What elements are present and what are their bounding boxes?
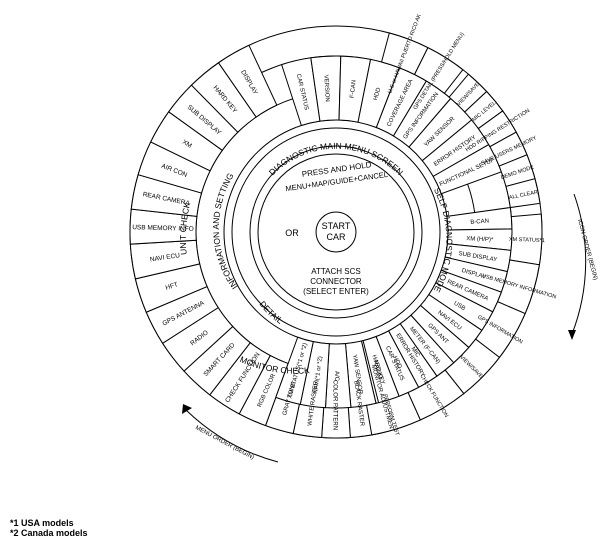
- detail-label: NAVI(*1 or *2): [313, 356, 324, 394]
- ring-circle: [257, 153, 415, 311]
- segment-dividers: [129, 32, 543, 439]
- info-setting-label: HDD: [373, 86, 383, 101]
- functional-setup-label: ALL CLEAR: [508, 190, 538, 202]
- info-setting-label: VERSION: [322, 75, 330, 102]
- footnotes: *1 USA models *2 Canada models: [10, 518, 88, 538]
- info-outer-cell: [413, 46, 464, 95]
- select-enter-label: (SELECT ENTER): [303, 287, 369, 296]
- detail-cell: [275, 336, 314, 405]
- attach-scs-label: ATTACH SCS: [311, 267, 360, 276]
- start-car-circle: [315, 211, 357, 253]
- monitor-check-cell: [238, 354, 289, 427]
- ring-circle: [231, 127, 441, 337]
- icon-order-arrowhead: [568, 330, 576, 340]
- unit-check-label: NAVI ECU: [149, 252, 180, 263]
- icon-order-arrow: [571, 193, 587, 335]
- info-setting-title: INFORMATION AND SETTING: [211, 171, 240, 291]
- unit-check-label: HFT: [165, 281, 179, 292]
- detail-label: MIC: [409, 346, 420, 359]
- self-outer-cell: [365, 391, 421, 436]
- detail-title: DETAIL: [258, 299, 285, 326]
- monitor-check-label: COLOR PATTERN: [332, 380, 338, 430]
- self-diagnostic-label: XM (H/P)*: [466, 236, 494, 243]
- self-diagnostic-label: USB: [452, 301, 466, 312]
- self-outer-label: XM STATUS*1: [509, 237, 545, 244]
- menu-order-arrow: [185, 409, 279, 463]
- detail-label: RADIO: [372, 360, 383, 380]
- or-label: OR: [285, 228, 299, 238]
- car-label: CAR: [326, 232, 346, 242]
- unit-check-label: XM: [181, 139, 193, 150]
- unit-check-cell: [217, 44, 278, 118]
- detail-label: A/C: [333, 371, 339, 382]
- menu-order-label: MENU ORDER (BEGIN): [194, 425, 255, 461]
- start-label: START: [322, 221, 351, 231]
- info-setting-label: F-CAN: [350, 80, 358, 99]
- unit-check-label: USB MEMORY INFO: [132, 224, 194, 233]
- icon-order-label: ICON ORDER (BEGIN): [576, 219, 598, 281]
- footnote-canada: *2 Canada models: [10, 528, 88, 538]
- self-diagnostic-label: B-CAN: [470, 218, 489, 225]
- ring-circle: [249, 145, 423, 319]
- functional-setup-cell: [505, 178, 541, 209]
- footnote-usa: *1 USA models: [10, 518, 74, 528]
- detail-label: HDD: [391, 355, 402, 370]
- menu-order-arrowhead: [182, 404, 192, 414]
- connector-label: CONNECTOR: [310, 277, 362, 286]
